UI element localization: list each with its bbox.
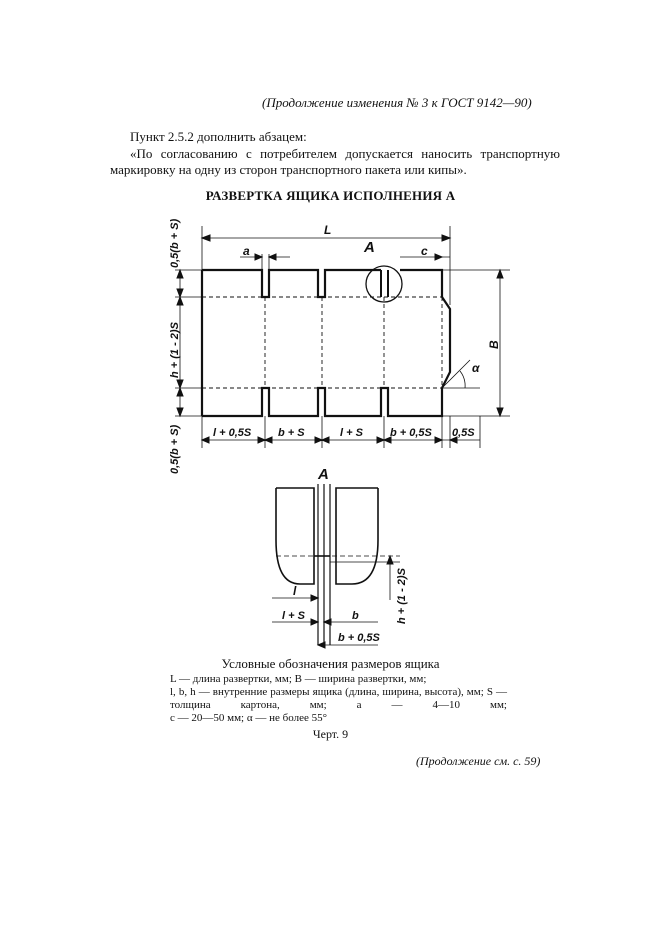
label-detail-lS: l + S bbox=[282, 610, 306, 622]
label-a: a bbox=[243, 244, 250, 258]
label-B: B bbox=[487, 340, 501, 349]
legend-line: c — 20—50 мм; α — не более 55° bbox=[170, 712, 327, 724]
legend-text: L — длина развертки, мм; B — ширина разв… bbox=[170, 673, 507, 725]
label-alpha: α bbox=[472, 361, 480, 375]
label-detail-h: h + (1 - 2)S bbox=[396, 567, 408, 624]
label-c: c bbox=[421, 244, 428, 258]
label-detail-b: b bbox=[352, 610, 359, 622]
label-L: L bbox=[324, 223, 331, 237]
label-detail-A: A bbox=[317, 466, 329, 483]
label-left-bot: 0,5(b + S) bbox=[169, 424, 181, 474]
footer-continuation: (Продолжение см. с. 59) bbox=[416, 754, 541, 768]
label-seg5: 0,5S bbox=[452, 427, 475, 439]
label-seg2: b + S bbox=[278, 427, 305, 439]
legend-title: Условные обозначения размеров ящика bbox=[221, 656, 440, 671]
figure-title: РАЗВЕРТКА ЯЩИКА ИСПОЛНЕНИЯ А bbox=[205, 188, 456, 203]
legend-line: L — длина развертки, мм; B — ширина разв… bbox=[170, 673, 427, 685]
label-seg3: l + S bbox=[340, 427, 364, 439]
label-A: A bbox=[363, 239, 375, 256]
header-continuation: (Продолжение изменения № 3 к ГОСТ 9142—9… bbox=[262, 95, 532, 110]
figure-caption: Черт. 9 bbox=[312, 727, 349, 741]
label-detail-b05: b + 0,5S bbox=[338, 632, 381, 644]
label-detail-l: l bbox=[293, 584, 297, 598]
label-left-top: 0,5(b + S) bbox=[169, 218, 181, 268]
label-left-mid: h + (1 - 2)S bbox=[169, 321, 181, 378]
label-seg1: l + 0,5S bbox=[213, 427, 252, 439]
paragraph-clause: Пункт 2.5.2 дополнить абзацем: bbox=[130, 129, 307, 144]
label-seg4: b + 0,5S bbox=[390, 427, 433, 439]
legend-line: l, b, h — внутренние размеры ящика (длин… bbox=[170, 686, 507, 711]
paragraph-text: «По согласованию с потребителем допускае… bbox=[110, 146, 560, 177]
